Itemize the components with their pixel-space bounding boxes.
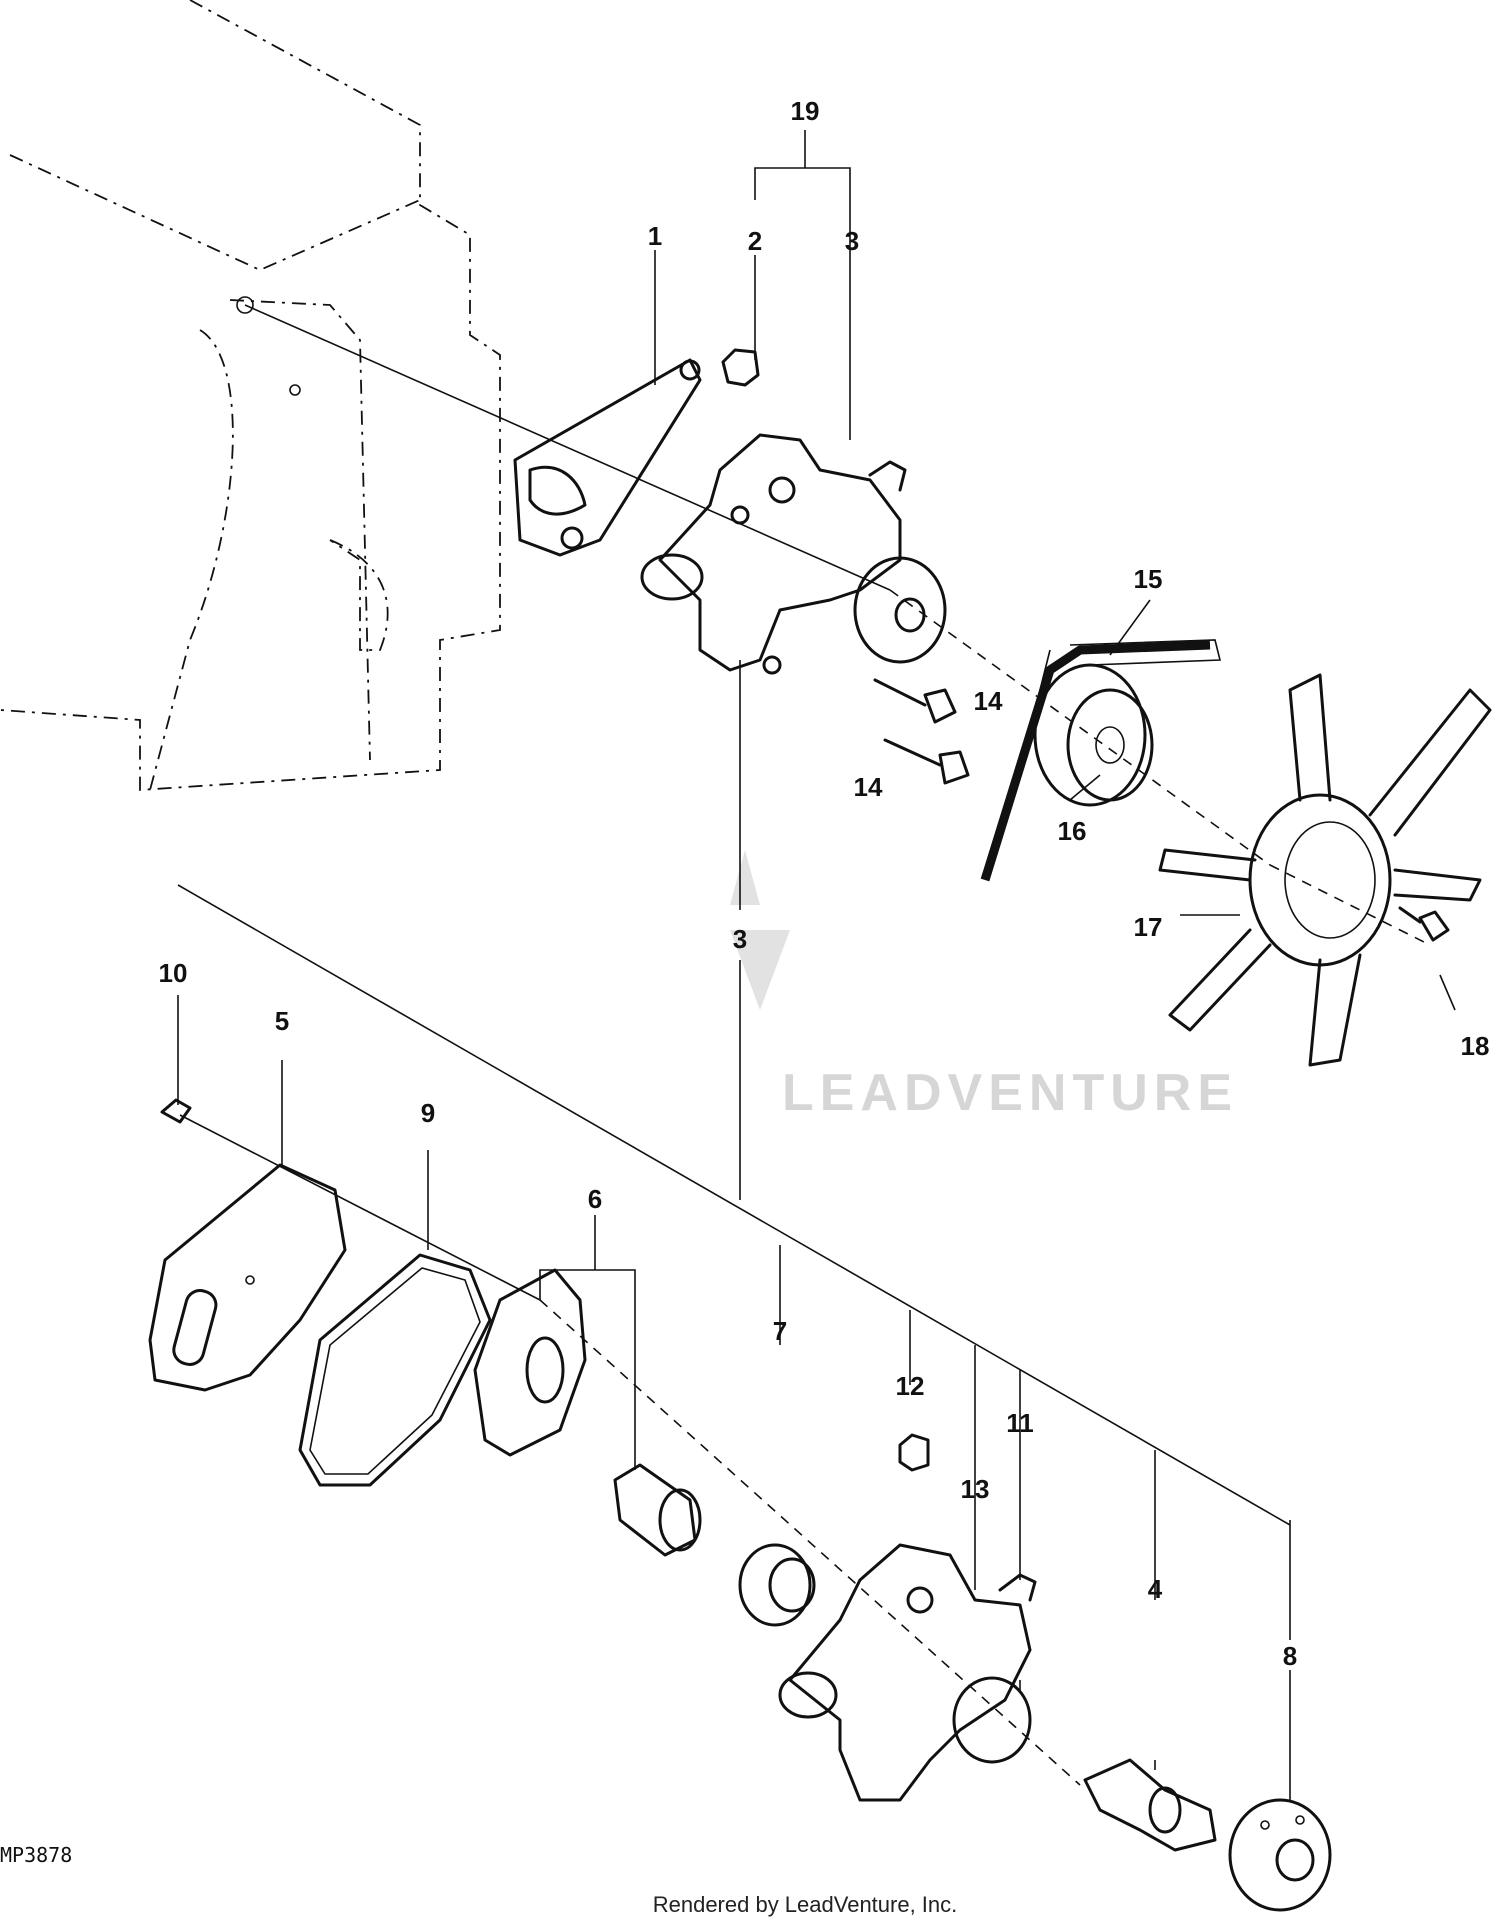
part-3-pump-assembly-top: [640, 433, 947, 675]
part-16-pulley: [1033, 663, 1154, 807]
watermark-text: LEADVENTURE: [782, 1064, 1238, 1122]
part-4-shaft: [1083, 1758, 1217, 1852]
callout-9: 9: [421, 1098, 435, 1128]
figure-code: MP3878: [0, 1843, 72, 1867]
callout-3-mid: 3: [733, 924, 747, 954]
part-6-impeller: [473, 1268, 587, 1457]
part-18-bolt: [1398, 906, 1450, 942]
callout-13: 13: [961, 1474, 990, 1504]
callout-14-lower: 14: [854, 772, 883, 802]
part-1-bracket: [513, 358, 702, 557]
part-14-cap-screw-lower: [883, 738, 970, 785]
callout-12: 12: [896, 1371, 925, 1401]
footer-credit: Rendered by LeadVenture, Inc.: [653, 1892, 958, 1917]
part-7-bearing-seal: [738, 1543, 816, 1627]
callout-10: 10: [159, 958, 188, 988]
part-10-screw: [160, 1098, 192, 1124]
part-12-plug: [898, 1433, 930, 1472]
part-2-plug: [721, 348, 760, 387]
callout-4: 4: [1148, 1574, 1163, 1604]
callout-8: 8: [1283, 1641, 1297, 1671]
part-13-pump-housing: [778, 1543, 1037, 1802]
callout-15: 15: [1134, 564, 1163, 594]
callout-leaders: [177, 130, 1456, 1800]
part-15-belt: [980, 639, 1222, 882]
callout-7: 7: [773, 1316, 787, 1346]
callout-labels: 19 1 2 3 15 14 14 16 3 17 10 5 18 9 6 7 …: [159, 96, 1490, 1671]
engine-block: [0, 0, 501, 791]
callout-16: 16: [1058, 816, 1087, 846]
callout-6: 6: [588, 1184, 602, 1214]
part-17-fan: [1158, 673, 1492, 1067]
centerlines: [177, 304, 1431, 1786]
part-8-hub: [1228, 1798, 1332, 1912]
callout-11: 11: [1006, 1408, 1034, 1438]
part-6-seal: [613, 1463, 702, 1557]
part-14-cap-screw-upper: [873, 678, 957, 724]
callout-14-upper: 14: [974, 686, 1003, 716]
callout-17: 17: [1134, 912, 1163, 942]
part-5-cover: [148, 1163, 347, 1392]
part-9-gasket: [298, 1253, 492, 1487]
callout-19: 19: [791, 96, 820, 126]
callout-2: 2: [748, 226, 762, 256]
callout-1: 1: [648, 221, 662, 251]
leadventure-watermark: LEADVENTURE: [730, 850, 1238, 1122]
callout-18: 18: [1461, 1031, 1490, 1061]
callout-3-top: 3: [845, 226, 859, 256]
callout-5: 5: [275, 1006, 289, 1036]
